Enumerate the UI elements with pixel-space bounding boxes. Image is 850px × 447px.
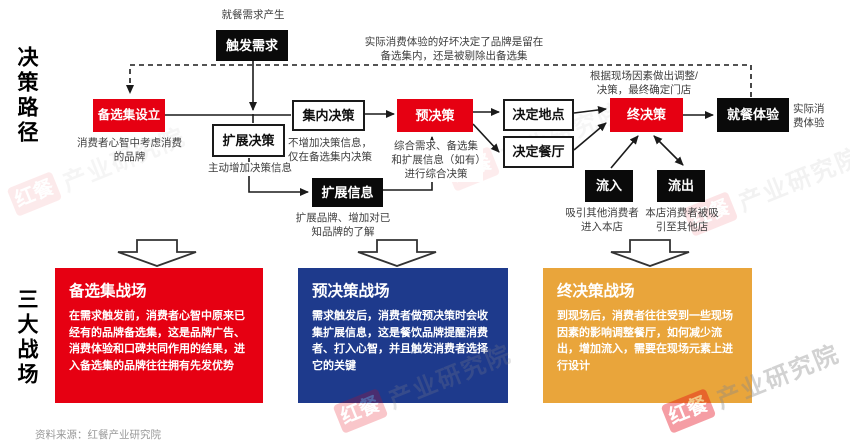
note-feedback-line2: 备选集内，还是被剔除出备选集: [380, 49, 528, 62]
node-decide-restaurant: 决定餐厅: [503, 136, 574, 168]
battlefield-body: 到现场后，消费者往往受到一些现场因素的影响调整餐厅，如何减少流出，增加流入，需要…: [557, 310, 733, 372]
battlefield-final-decision: 终决策战场 到现场后，消费者往往受到一些现场因素的影响调整餐厅，如何减少流出，增…: [543, 268, 752, 403]
note-consideration-set: 消费者心智中考虑消费的品牌: [77, 137, 182, 163]
source-note: 资料来源：红餐产业研究院: [35, 429, 161, 441]
note-feedback: 实际消费体验的好坏决定了品牌是留在 备选集内，还是被剔除出备选集: [358, 36, 550, 64]
note-demand-arises: 就餐需求产生: [221, 9, 285, 21]
node-expand-decision: 扩展决策: [212, 124, 285, 157]
battlefield-consideration-set: 备选集战场 在需求触发前，消费者心智中原来已经有的品牌备选集，这是品牌广告、消费…: [55, 268, 263, 403]
note-feedback-line1: 实际消费体验的好坏决定了品牌是留在: [364, 36, 544, 48]
note-final-adjust-line1: 根据现场因素做出调整/: [590, 70, 698, 82]
battlefield-title: 终决策战场: [557, 283, 635, 300]
battlefield-title: 预决策战场: [312, 283, 390, 300]
node-dining-experience: 就餐体验: [717, 98, 789, 132]
note-pre-decision: 综合需求、备选集和扩展信息（如有）进行综合决策: [389, 140, 483, 182]
node-consideration-set: 备选集设立: [93, 99, 165, 132]
node-inflow: 流入: [585, 170, 633, 202]
note-outflow: 本店消费者被吸引至其他店: [645, 207, 719, 233]
section-label-three-battlefields: 三大战场: [15, 288, 38, 388]
node-outflow: 流出: [657, 170, 705, 202]
node-expand-info: 扩展信息: [312, 178, 383, 207]
note-dining-experience: 实际消费体验: [793, 103, 825, 129]
section-label-decision-path: 决策路径: [15, 46, 38, 146]
battlefield-body: 需求触发后，消费者做预决策时会收集扩展信息，这是餐饮品牌提醒消费者、打入心智，并…: [312, 310, 488, 372]
node-decide-location: 决定地点: [503, 99, 574, 131]
note-final-adjust: 根据现场因素做出调整/ 决策，最终确定门店: [584, 70, 704, 98]
note-inset-decision: 不增加决策信息，仅在备选集内决策: [288, 137, 372, 163]
battlefield-pre-decision: 预决策战场 需求触发后，消费者做预决策时会收集扩展信息，这是餐饮品牌提醒消费者、…: [298, 268, 508, 403]
block-arrow-down: [117, 239, 690, 267]
node-pre-decision: 预决策: [397, 99, 473, 132]
node-inset-decision: 集内决策: [292, 100, 365, 131]
note-expand-decision: 主动增加决策信息: [201, 162, 299, 176]
battlefield-title: 备选集战场: [69, 283, 147, 300]
node-final-decision: 终决策: [610, 98, 683, 132]
note-inflow: 吸引其他消费者进入本店: [565, 207, 639, 233]
node-trigger-demand: 触发需求: [216, 30, 288, 61]
feedback-dashed-arrow: [126, 64, 752, 97]
note-expand-info: 扩展品牌、增加对已知品牌的了解: [295, 212, 391, 238]
note-final-adjust-line2: 决策，最终确定门店: [596, 83, 692, 96]
battlefield-body: 在需求触发前，消费者心智中原来已经有的品牌备选集，这是品牌广告、消费体验和口碑共…: [69, 310, 245, 372]
